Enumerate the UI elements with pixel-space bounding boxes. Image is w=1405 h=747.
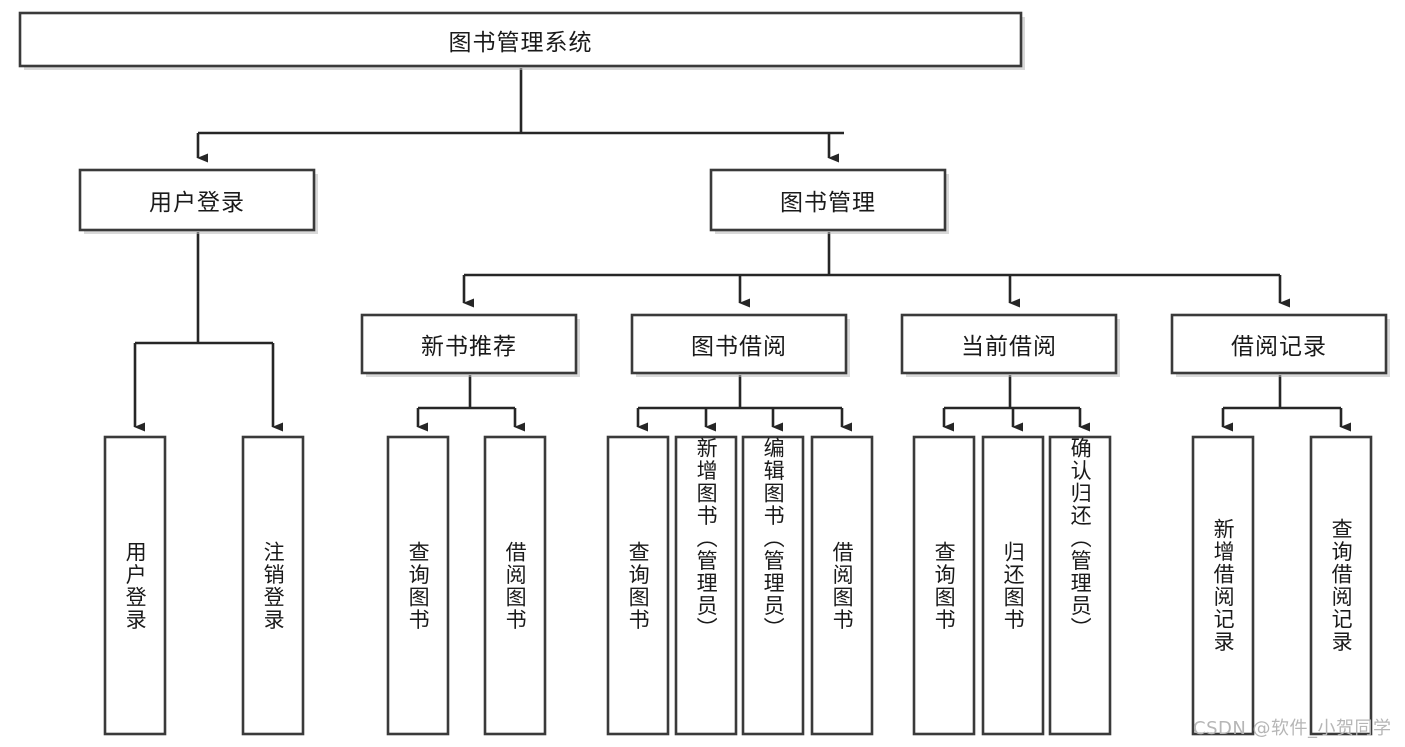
node-leaf-confirm-return[interactable] <box>1048 435 1112 736</box>
edge-group <box>133 68 1351 432</box>
node-current-borrow[interactable] <box>900 313 1118 375</box>
node-leaf-edit-book[interactable] <box>741 435 805 736</box>
node-leaf-user-login[interactable] <box>103 435 167 736</box>
node-leaf-borrow-book-1[interactable] <box>483 435 547 736</box>
node-new-book-recommend[interactable] <box>360 313 578 375</box>
node-group <box>18 11 1390 736</box>
node-leaf-add-record[interactable] <box>1191 435 1255 736</box>
node-leaf-query-record[interactable] <box>1309 435 1373 736</box>
node-leaf-borrow-book-2[interactable] <box>810 435 874 736</box>
node-leaf-query-book-3[interactable] <box>912 435 976 736</box>
csdn-watermark: CSDN @软件_小贺同学 <box>1193 718 1392 739</box>
node-leaf-query-book-1[interactable] <box>386 435 450 736</box>
node-leaf-add-book[interactable] <box>674 435 738 736</box>
node-leaf-user-logout[interactable] <box>241 435 305 736</box>
node-root[interactable] <box>18 11 1023 68</box>
node-leaf-query-book-2[interactable] <box>606 435 670 736</box>
node-book-borrow[interactable] <box>630 313 848 375</box>
node-book-manage[interactable] <box>709 168 947 232</box>
node-user-login[interactable] <box>78 168 316 232</box>
node-borrow-record[interactable] <box>1170 313 1388 375</box>
node-leaf-return-book[interactable] <box>981 435 1045 736</box>
